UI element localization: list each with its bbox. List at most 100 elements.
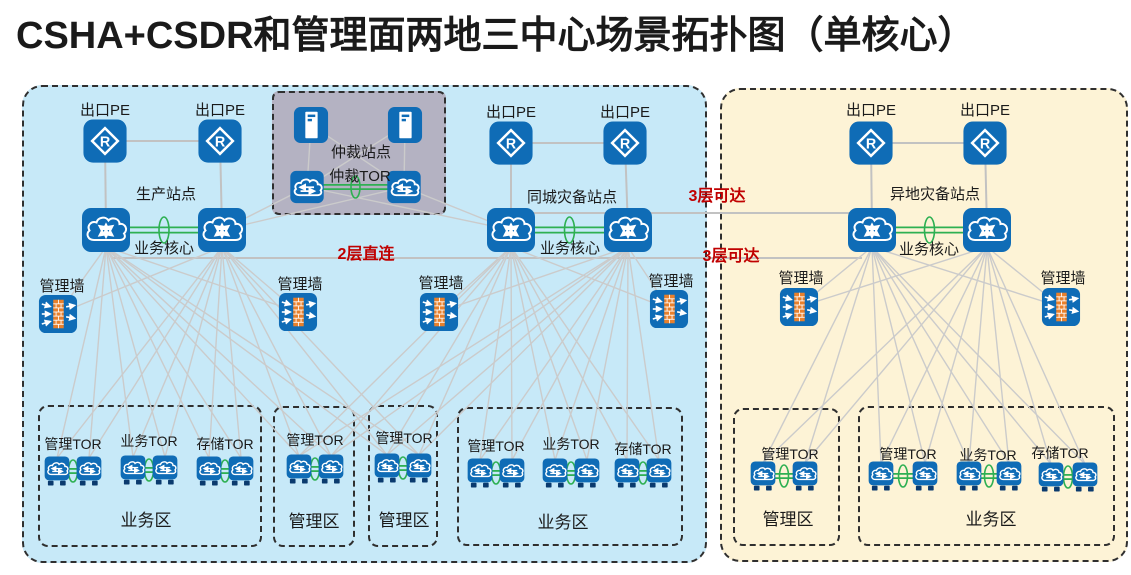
mgmt-zone-box-remote [733,408,840,546]
wall-prod-2 [277,292,319,332]
tor-mgmtzone1-1 [286,453,312,485]
pe-remote-1 [848,120,894,166]
server-icon [293,107,329,143]
mgmt-wall-label: 管理墙 [277,276,323,293]
production-site-label: 生产站点 [135,186,197,203]
core-router-icon [196,207,248,253]
service-tor-label: 业务TOR [120,433,178,449]
tor-metro-mgmt-1 [467,457,493,489]
tor-switch-icon [868,460,894,492]
firewall-icon [418,292,460,332]
service-zone-box-metro [457,407,683,546]
mgmt-tor-label: 管理TOR [879,446,937,462]
tor-prod-mgmt-2 [76,455,102,487]
mgmt-wall-label: 管理墙 [418,275,464,292]
tor-prod-stor-2 [228,455,254,487]
firewall-icon [778,287,820,327]
exit-pe-label: 出口PE [194,102,246,119]
wall-metro-1 [418,292,460,332]
wall-remote-2 [1040,287,1082,327]
mgmt-tor-label: 管理TOR [375,430,433,446]
service-tor-label: 业务TOR [959,447,1017,463]
core-prod-2 [196,207,248,253]
tor-arb-2 [386,170,422,204]
wall-prod-1 [37,294,79,334]
tor-switch-icon [574,457,600,489]
router-icon [82,118,128,164]
l3-reachable-label: 3层可达 [688,188,746,205]
tor-metro-svc-1 [542,457,568,489]
mgmt-wall-label: 管理墙 [39,278,85,295]
storage-tor-label: 存储TOR [196,436,254,452]
metro-dr-site-label: 同城灾备站点 [526,189,618,206]
mgmt-zone-label: 管理区 [378,511,430,530]
tor-remote-stor-2 [1072,461,1098,493]
tor-prod-svc-2 [152,454,178,486]
arbitration-tor-label: 仲裁TOR [329,168,391,185]
tor-metro-svc-2 [574,457,600,489]
exit-pe-label: 出口PE [959,102,1011,119]
exit-pe-label: 出口PE [79,102,131,119]
l2-direct-label: 2层直连 [337,246,395,263]
service-core-label: 业务核心 [133,240,195,257]
firewall-icon [277,292,319,332]
service-tor-label: 业务TOR [542,436,600,452]
arbitration-site-label: 仲裁站点 [330,144,392,161]
tor-switch-icon [499,457,525,489]
exit-pe-label: 出口PE [845,102,897,119]
mgmt-tor-label: 管理TOR [467,438,525,454]
mgmt-zone-box-1 [273,406,355,547]
server-arb-1 [293,106,329,144]
core-prod-1 [80,207,132,253]
tor-prod-mgmt-1 [44,455,70,487]
core-router-icon [602,207,654,253]
tor-prod-svc-1 [120,454,146,486]
tor-switch-icon [152,454,178,486]
router-icon [962,120,1008,166]
exit-pe-label: 出口PE [485,104,537,121]
core-router-icon [846,207,898,253]
firewall-icon [648,289,690,329]
mgmt-wall-label: 管理墙 [1040,270,1086,287]
pe-metro-1 [488,120,534,166]
tor-arb-1 [289,170,325,204]
tor-switch-icon [1072,461,1098,493]
tor-switch-icon [44,455,70,487]
pe-metro-2 [602,120,648,166]
core-router-icon [961,207,1013,253]
pe-prod-1 [82,118,128,164]
mgmt-zone-label: 管理区 [762,510,814,529]
remote-dr-site-label: 异地灾备站点 [889,186,981,203]
tor-metro-mgmt-2 [499,457,525,489]
tor-remote-mgmtzone-2 [792,460,818,492]
tor-switch-icon [318,453,344,485]
wall-remote-1 [778,287,820,327]
tor-switch-icon [374,452,400,484]
service-zone-label: 业务区 [965,510,1017,529]
tor-switch-icon [467,457,493,489]
core-router-icon [485,207,537,253]
mgmt-zone-label: 管理区 [288,512,340,531]
tor-mgmtzone1-2 [318,453,344,485]
mgmt-wall-label: 管理墙 [778,270,824,287]
tor-metro-stor-2 [646,457,672,489]
switch-icon [386,170,422,204]
mgmt-tor-label: 管理TOR [286,432,344,448]
mgmt-tor-label: 管理TOR [44,436,102,452]
core-remote-2 [961,207,1013,253]
storage-tor-label: 存储TOR [614,441,672,457]
firewall-icon [37,294,79,334]
tor-remote-mgmtzone-1 [750,460,776,492]
tor-switch-icon [228,455,254,487]
tor-prod-stor-1 [196,455,222,487]
tor-switch-icon [542,457,568,489]
router-icon [197,118,243,164]
tor-switch-icon [76,455,102,487]
l3-reachable-label: 3层可达 [702,248,760,265]
tor-switch-icon [750,460,776,492]
service-core-label: 业务核心 [539,240,601,257]
tor-switch-icon [646,457,672,489]
tor-mgmtzone2-1 [374,452,400,484]
tor-switch-icon [406,452,432,484]
